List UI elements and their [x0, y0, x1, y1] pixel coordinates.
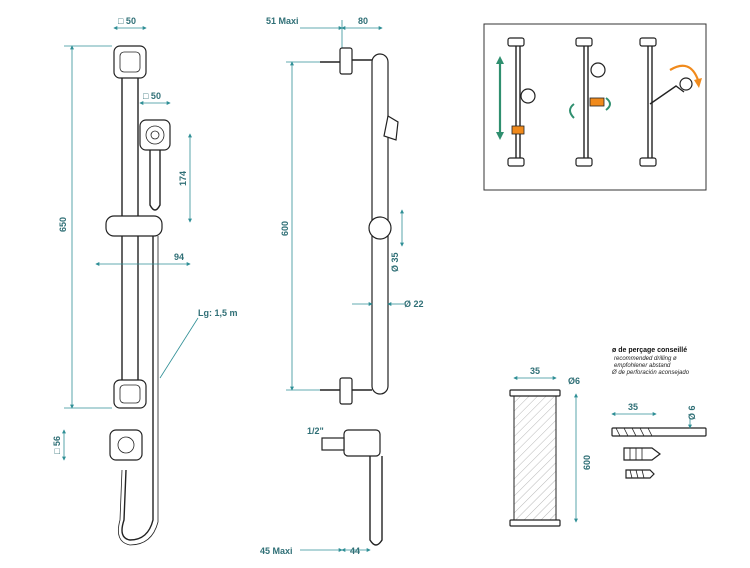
depth-dimension: 94 [174, 252, 184, 262]
hose-length-label: Lg: 1,5 m [198, 308, 238, 318]
bar-diameter-dimension: Ø 22 [404, 299, 424, 309]
thread-label: 1/2" [307, 426, 324, 436]
drill-diameter-dimension: Ø 6 [687, 405, 697, 420]
usage-illustration [483, 23, 707, 191]
bottom-wall-bracket [113, 379, 147, 409]
handshower-height-dimension: 174 [178, 171, 188, 186]
drill-length-dimension: 35 [628, 402, 638, 412]
top-offset-dimension: 51 Maxi [266, 16, 299, 26]
handshower-head [139, 119, 171, 151]
bottom-offset-dimension: 45 Maxi [260, 546, 293, 556]
drilling-title: ø de perçage conseillé [612, 347, 687, 354]
wall-width-dimension: 35 [530, 366, 540, 376]
wall-height-dimension: 600 [582, 455, 592, 470]
slider-knob [368, 216, 392, 240]
height-adjust-step [496, 37, 536, 167]
rotate-step [569, 37, 611, 167]
wall-section [513, 393, 557, 523]
drilling-line-de: empfohlener abstand [614, 363, 671, 369]
center-distance-dimension: 600 [280, 221, 290, 236]
bottom-depth-dimension: 44 [350, 546, 360, 556]
front-view: □ 50 650 □ 50 174 94 [52, 16, 238, 546]
knob-diameter-dimension: Ø 35 [390, 252, 400, 272]
drill-bit [611, 427, 707, 437]
top-square-dimension: □ 50 [118, 16, 136, 26]
slider [105, 215, 163, 237]
screw [625, 469, 655, 479]
wall-outlet [109, 429, 143, 461]
bottom-square-dimension: □ 56 [52, 436, 62, 454]
handshower-square-dimension: □ 50 [143, 91, 161, 101]
side-depth-dimension: 80 [358, 16, 368, 26]
tilt-step [639, 37, 702, 167]
height-dimension: 650 [58, 217, 68, 232]
drilling-line-en: recommended drilling ø [614, 356, 677, 362]
top-wall-bracket [113, 45, 147, 79]
drilling-line-es: Ø de perforación aconsejado [611, 370, 690, 376]
wall-diameter-dimension: Ø6 [568, 376, 580, 386]
side-view: 51 Maxi 80 600 Ø 35 Ø 22 [260, 16, 424, 556]
drilling-detail: ø de perçage conseillé recommended drill… [509, 347, 707, 527]
